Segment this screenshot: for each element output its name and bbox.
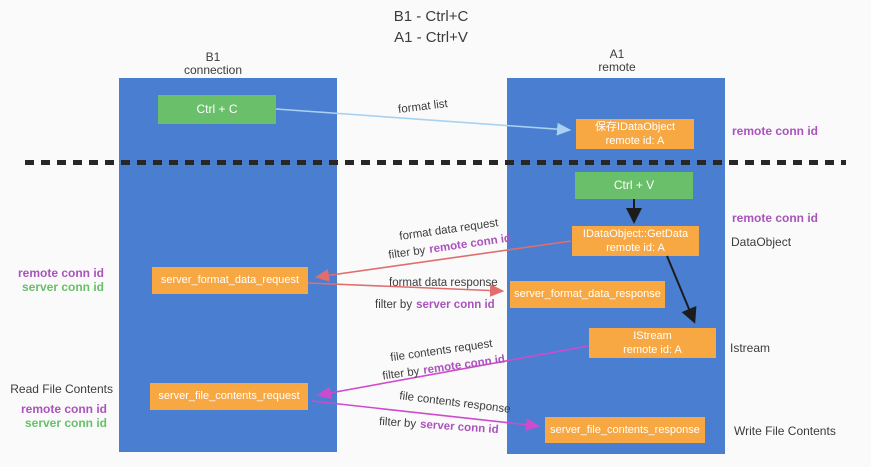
- title-line-2: A1 - Ctrl+V: [394, 29, 468, 46]
- node-istream-line1: IStream: [633, 329, 672, 342]
- label-read-file-contents: Read File Contents: [10, 382, 113, 396]
- label-remote-conn-id-left-1: remote conn id: [17, 266, 104, 280]
- node-ctrl-c: Ctrl + C: [158, 95, 276, 124]
- node-save-idataobject: 保存IDataObject remote id: A: [576, 119, 694, 149]
- phase-separator-dashed-line: [25, 160, 846, 165]
- lane-left-subtitle: connection: [183, 63, 243, 77]
- filter-server-conn-id-text: server conn id: [419, 418, 499, 437]
- arrow-label-file-contents-response: file contents response: [398, 390, 512, 416]
- node-server-file-contents-request: server_file_contents_request: [150, 383, 308, 410]
- label-remote-conn-id-top-right: remote conn id: [732, 124, 819, 138]
- label-dataobject: DataObject: [731, 235, 792, 249]
- arrow-label-format-list: format list: [397, 98, 449, 116]
- node-file-request-label: server_file_contents_request: [158, 390, 300, 403]
- node-idataobject-getdata: IDataObject::GetData remote id: A: [572, 226, 699, 256]
- node-istream-line2: remote id: A: [623, 344, 682, 356]
- node-ctrl-c-label: Ctrl + C: [196, 101, 238, 116]
- filter-server-conn-id-text: server conn id: [416, 299, 495, 311]
- filter-by-text: filter by: [387, 244, 427, 262]
- node-save-idataobject-line2: remote id: A: [605, 135, 665, 147]
- lane-right-name: A1: [609, 47, 625, 61]
- label-remote-conn-id-left-2: remote conn id: [20, 402, 107, 416]
- arrow-label-format-data-response: format data response: [389, 277, 498, 289]
- lane-left-name: B1: [205, 50, 221, 64]
- lane-header-right: A1 remote: [557, 48, 677, 74]
- node-getdata-line1: IDataObject::GetData: [582, 227, 689, 240]
- lane-right-subtitle: remote: [598, 60, 636, 74]
- filter-by-text: filter by: [378, 415, 417, 431]
- node-server-format-data-request: server_format_data_request: [152, 267, 308, 294]
- title-line-1: B1 - Ctrl+C: [393, 8, 469, 25]
- filter-by-text: filter by: [375, 299, 413, 311]
- node-getdata-line2: remote id: A: [606, 242, 665, 254]
- label-server-conn-id-left-2: server conn id: [24, 416, 107, 430]
- filter-by-text: filter by: [381, 365, 421, 383]
- node-ctrl-v-label: Ctrl + V: [613, 177, 655, 192]
- node-ctrl-v: Ctrl + V: [575, 172, 693, 199]
- node-server-format-data-response: server_format_data_response: [510, 281, 665, 308]
- label-remote-conn-id-mid-right: remote conn id: [732, 211, 819, 225]
- label-server-conn-id-left-1: server conn id: [21, 280, 104, 294]
- node-save-idataobject-line1: 保存IDataObject: [594, 120, 676, 133]
- node-format-response-label: server_format_data_response: [514, 288, 661, 301]
- node-server-file-contents-response: server_file_contents_response: [545, 417, 705, 443]
- node-istream: IStream remote id: A: [589, 328, 716, 358]
- lane-header-left: B1 connection: [153, 51, 273, 77]
- node-format-request-label: server_format_data_request: [160, 274, 300, 287]
- label-istream: Istream: [730, 341, 771, 355]
- label-write-file-contents: Write File Contents: [734, 424, 836, 438]
- node-file-response-label: server_file_contents_response: [550, 423, 700, 436]
- diagram-title: B1 - Ctrl+C A1 - Ctrl+V: [306, 6, 556, 48]
